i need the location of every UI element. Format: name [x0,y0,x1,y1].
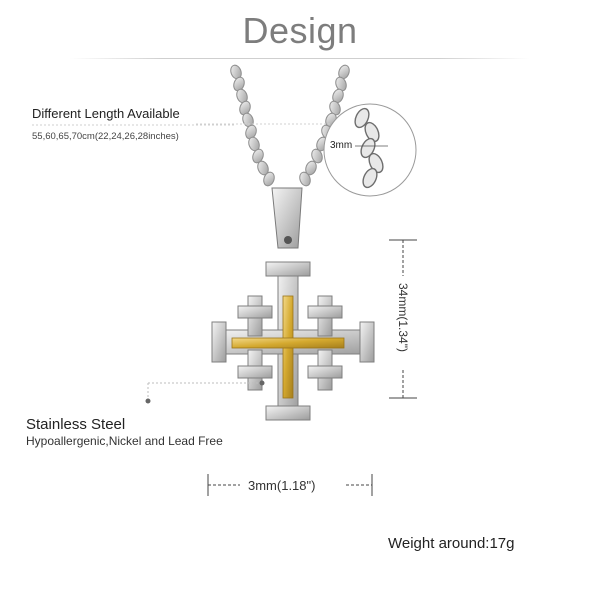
weight-label: Weight around:17g [388,535,515,552]
gold-inlay-icon [231,295,345,399]
height-label: 34mm(1.34") [396,283,410,352]
chain-detail-icon [196,103,417,197]
chain-icon [230,64,350,187]
material-heading: Stainless Steel [26,416,126,433]
bail-icon [271,187,303,249]
length-heading: Different Length Available [32,106,180,121]
material-description: Hypoallergenic,Nickel and Lead Free [26,434,223,448]
width-label: 3mm(1.18") [248,478,316,493]
height-dimension-line [389,239,417,399]
width-dimension-line [207,474,373,496]
title-divider [70,58,530,59]
page-title: Design [242,10,358,51]
steel-leader-dot [145,398,151,404]
length-values: 55,60,65,70cm(22,24,26,28inches) [32,131,179,142]
chain-width-label: 3mm [330,140,353,151]
